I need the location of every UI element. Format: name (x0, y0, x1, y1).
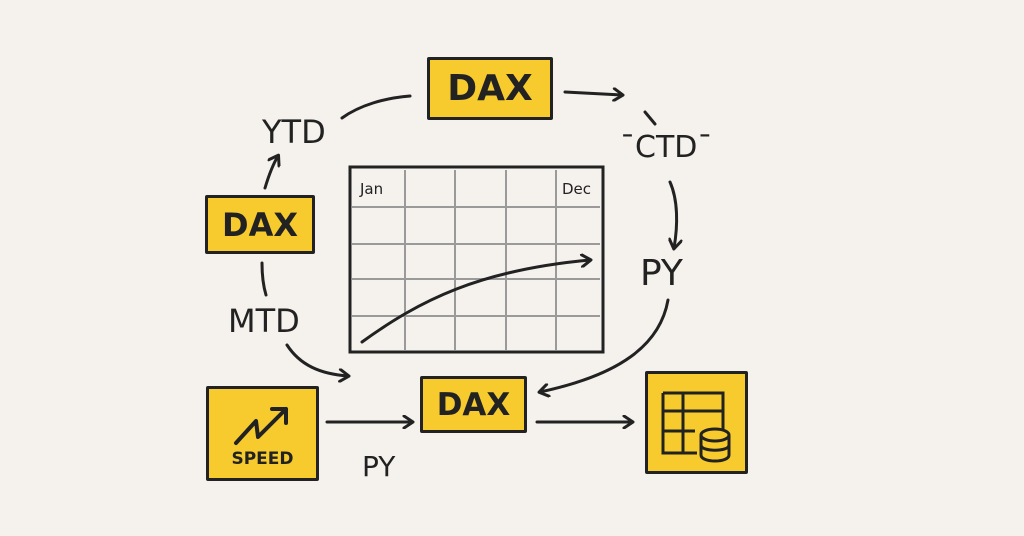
chart-start-label: Jan (360, 180, 384, 198)
trend-up-icon (233, 406, 288, 445)
arrow-dax-to-ctd (563, 92, 622, 95)
table-database-icon (661, 391, 730, 462)
data-node (645, 371, 748, 474)
dax-node-left: DAX (205, 195, 315, 254)
dax-node-center: DAX (420, 376, 527, 433)
chart-end-label: Dec (562, 180, 592, 198)
arrow-ytd-to-dax (340, 94, 412, 120)
arrow-ctd-to-py (670, 180, 677, 248)
py-label-right: PY (640, 253, 683, 294)
speed-label: SPEED (231, 448, 294, 469)
line-dax-to-mtd (260, 261, 268, 297)
arrow-py-to-dax (540, 298, 670, 392)
dax-node-top: DAX (427, 57, 553, 120)
py-label-bottom: PY (362, 450, 396, 483)
mtd-label: MTD (228, 302, 300, 340)
calendar-chart (348, 165, 605, 354)
arrow-dax-to-ytd (263, 156, 278, 190)
ytd-label: YTD (262, 113, 326, 151)
tick-ctd (643, 110, 657, 126)
ctd-label: ¯CTD¯ (620, 130, 713, 165)
arrow-mtd-to-dax (285, 343, 348, 376)
speed-node: SPEED (206, 386, 319, 481)
